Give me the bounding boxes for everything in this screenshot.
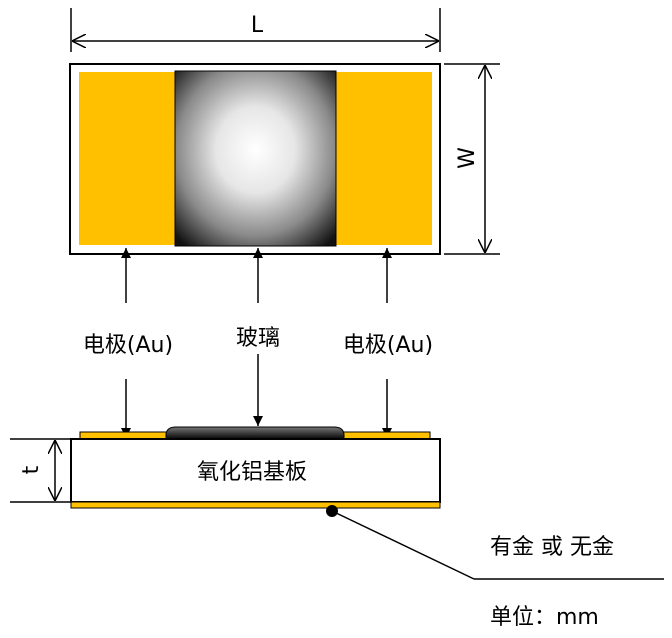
left-electrode	[79, 72, 175, 245]
electrode-right-label: 电极(Au)	[343, 333, 433, 358]
length-dimension: L	[70, 8, 441, 52]
back-plating	[70, 501, 441, 509]
top-view	[69, 63, 441, 255]
glass-label: 玻璃	[236, 326, 280, 351]
thickness-dimension: t	[10, 438, 70, 503]
substrate-label: 氧化铝基板	[197, 460, 307, 485]
alumina-substrate	[70, 438, 441, 503]
back-plating-label: 有金 或 无金	[490, 535, 614, 560]
side-callout-arrows	[121, 354, 392, 438]
thickness-label: t	[19, 465, 44, 474]
width-dimension: W	[444, 63, 500, 255]
side-glass-layer	[165, 426, 345, 440]
length-label: L	[251, 13, 264, 38]
right-electrode	[336, 72, 432, 245]
top-callout-arrows	[121, 248, 392, 303]
width-label: W	[455, 147, 480, 169]
electrode-left-label: 电极(Au)	[83, 333, 173, 358]
unit-label: 单位：mm	[490, 605, 599, 630]
back-plating-leader	[326, 505, 664, 580]
side-right-electrode	[337, 431, 431, 440]
side-left-electrode	[79, 431, 175, 440]
glass-layer	[174, 70, 337, 247]
side-view: 氧化铝基板	[70, 426, 441, 509]
